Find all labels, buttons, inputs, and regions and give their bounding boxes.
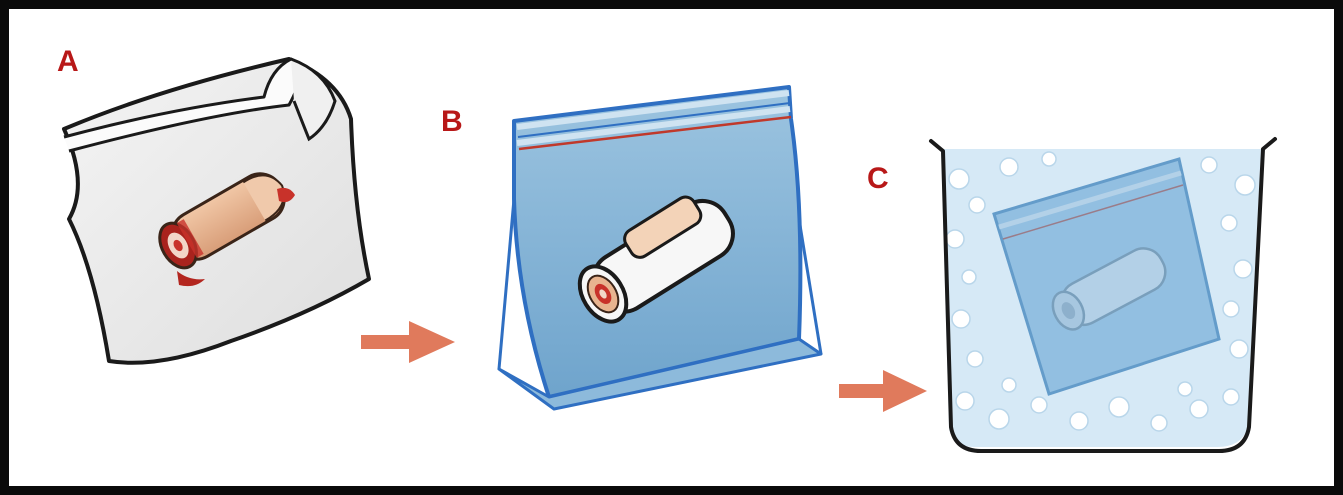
step-label-c: C <box>867 162 889 195</box>
zip-seal-top <box>516 90 791 146</box>
finger-silhouette <box>1051 247 1167 331</box>
bag-bottom <box>497 337 823 411</box>
blood-stain <box>277 187 295 203</box>
ice-container <box>929 137 1277 453</box>
step-label-a: A <box>57 45 79 78</box>
step-a-illustration <box>62 57 371 365</box>
step-label-b: B <box>441 105 463 138</box>
wrapped-finger <box>577 195 735 324</box>
right-arrow-icon-2 <box>839 370 927 412</box>
diagram-artwork <box>62 57 1277 453</box>
blood-stain-2 <box>177 271 205 287</box>
step-c-illustration <box>929 137 1277 453</box>
ice-cubes <box>945 151 1256 432</box>
severed-finger <box>158 172 286 270</box>
zip-seal-line <box>518 115 792 151</box>
right-arrow-icon <box>361 321 455 363</box>
step-b-illustration <box>497 85 823 411</box>
cloth-curl <box>290 57 337 142</box>
